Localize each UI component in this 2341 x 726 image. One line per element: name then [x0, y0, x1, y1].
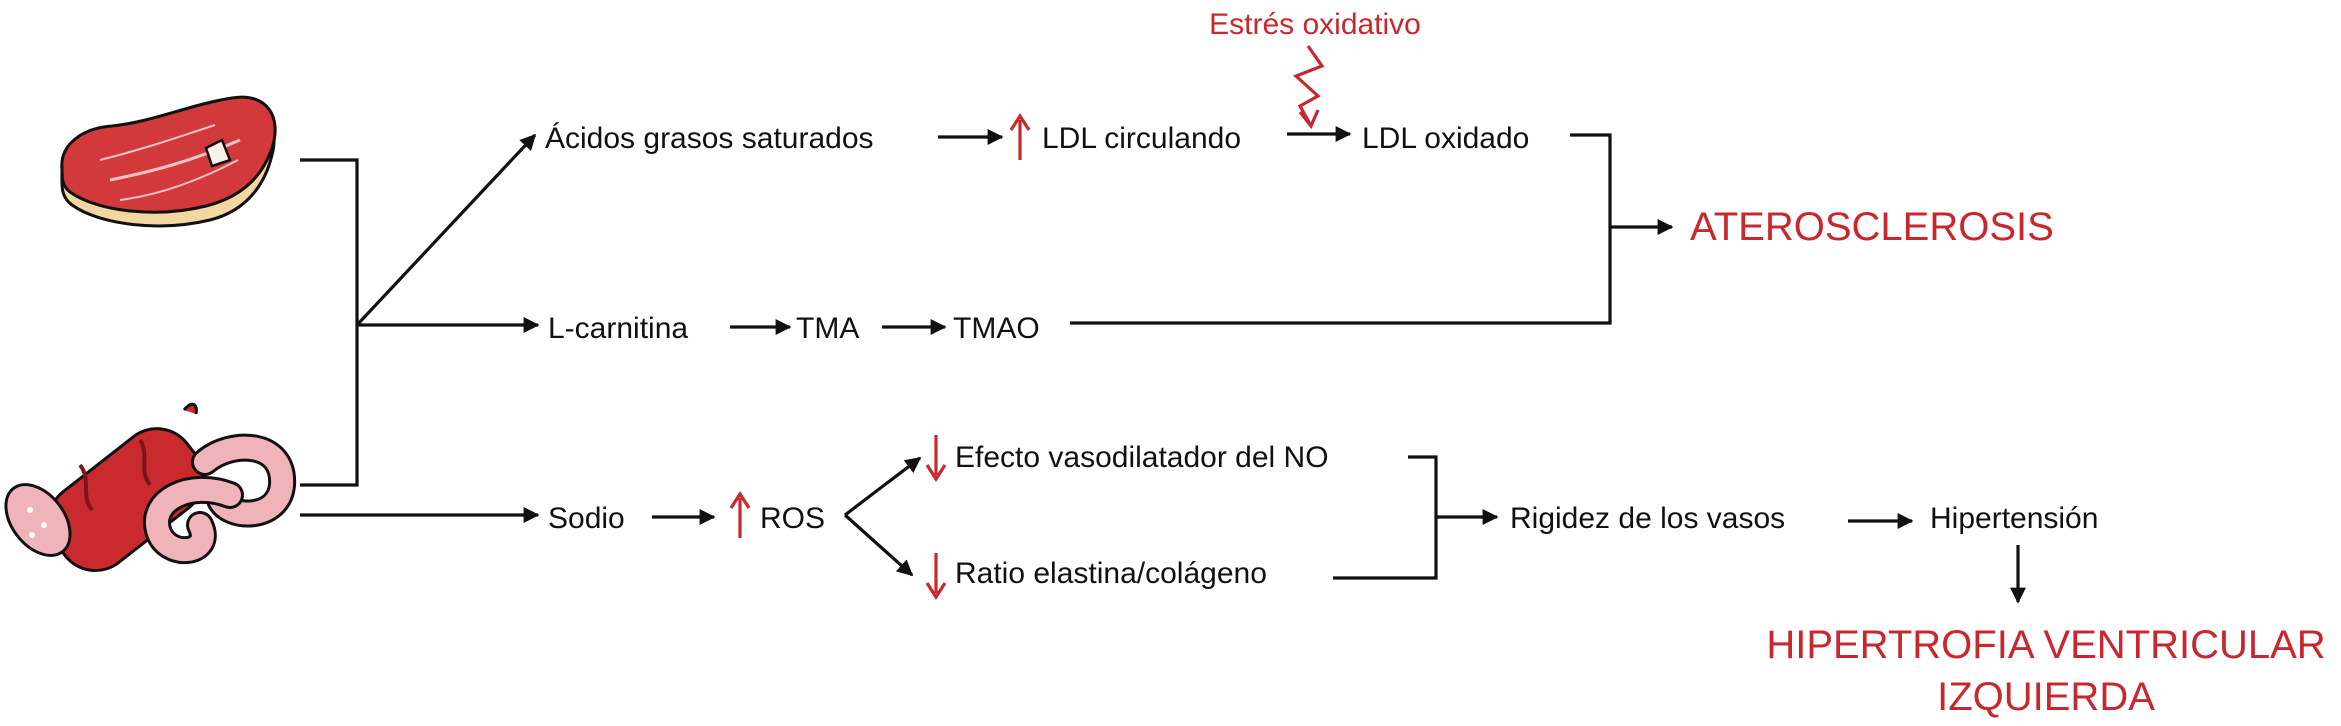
tma-label: TMA	[796, 312, 859, 345]
red-up-arrow-icon	[729, 491, 751, 538]
efecto-no-label: Efecto vasodilatador del NO	[955, 441, 1329, 474]
ros-label: ROS	[760, 502, 825, 535]
red-up-arrow-icon	[1009, 113, 1031, 160]
lightning-icon	[1293, 45, 1325, 125]
hipertrofia-label-line2: IZQUIERDA	[1937, 675, 2155, 719]
red-down-arrow-icon	[925, 435, 947, 482]
hipertension-label: Hipertensión	[1930, 502, 2098, 535]
sausages-icon	[4, 402, 296, 572]
hipertrofia-label-line1: HIPERTROFIA VENTRICULAR	[1766, 623, 2325, 667]
tmao-label: TMAO	[953, 312, 1040, 345]
ratio-elastina-label: Ratio elastina/colágeno	[955, 557, 1267, 590]
red-down-arrow-icon	[925, 553, 947, 600]
food-connectors	[300, 133, 540, 523]
acidos-grasos-label: Ácidos grasos saturados	[545, 122, 874, 155]
rigidez-label: Rigidez de los vasos	[1510, 502, 1785, 535]
estres-oxidativo-label: Estrés oxidativo	[1209, 8, 1421, 41]
ldl-oxidado-label: LDL oxidado	[1362, 122, 1529, 155]
ldl-circulando-label: LDL circulando	[1042, 122, 1241, 155]
l-carnitina-label: L-carnitina	[548, 312, 688, 345]
aterosclerosis-label: ATEROSCLEROSIS	[1690, 205, 2054, 249]
aterosclerosis-bracket	[1070, 133, 1674, 325]
sodio-label: Sodio	[548, 502, 625, 535]
steak-icon	[60, 95, 277, 228]
rigidez-bracket	[1333, 455, 1499, 580]
